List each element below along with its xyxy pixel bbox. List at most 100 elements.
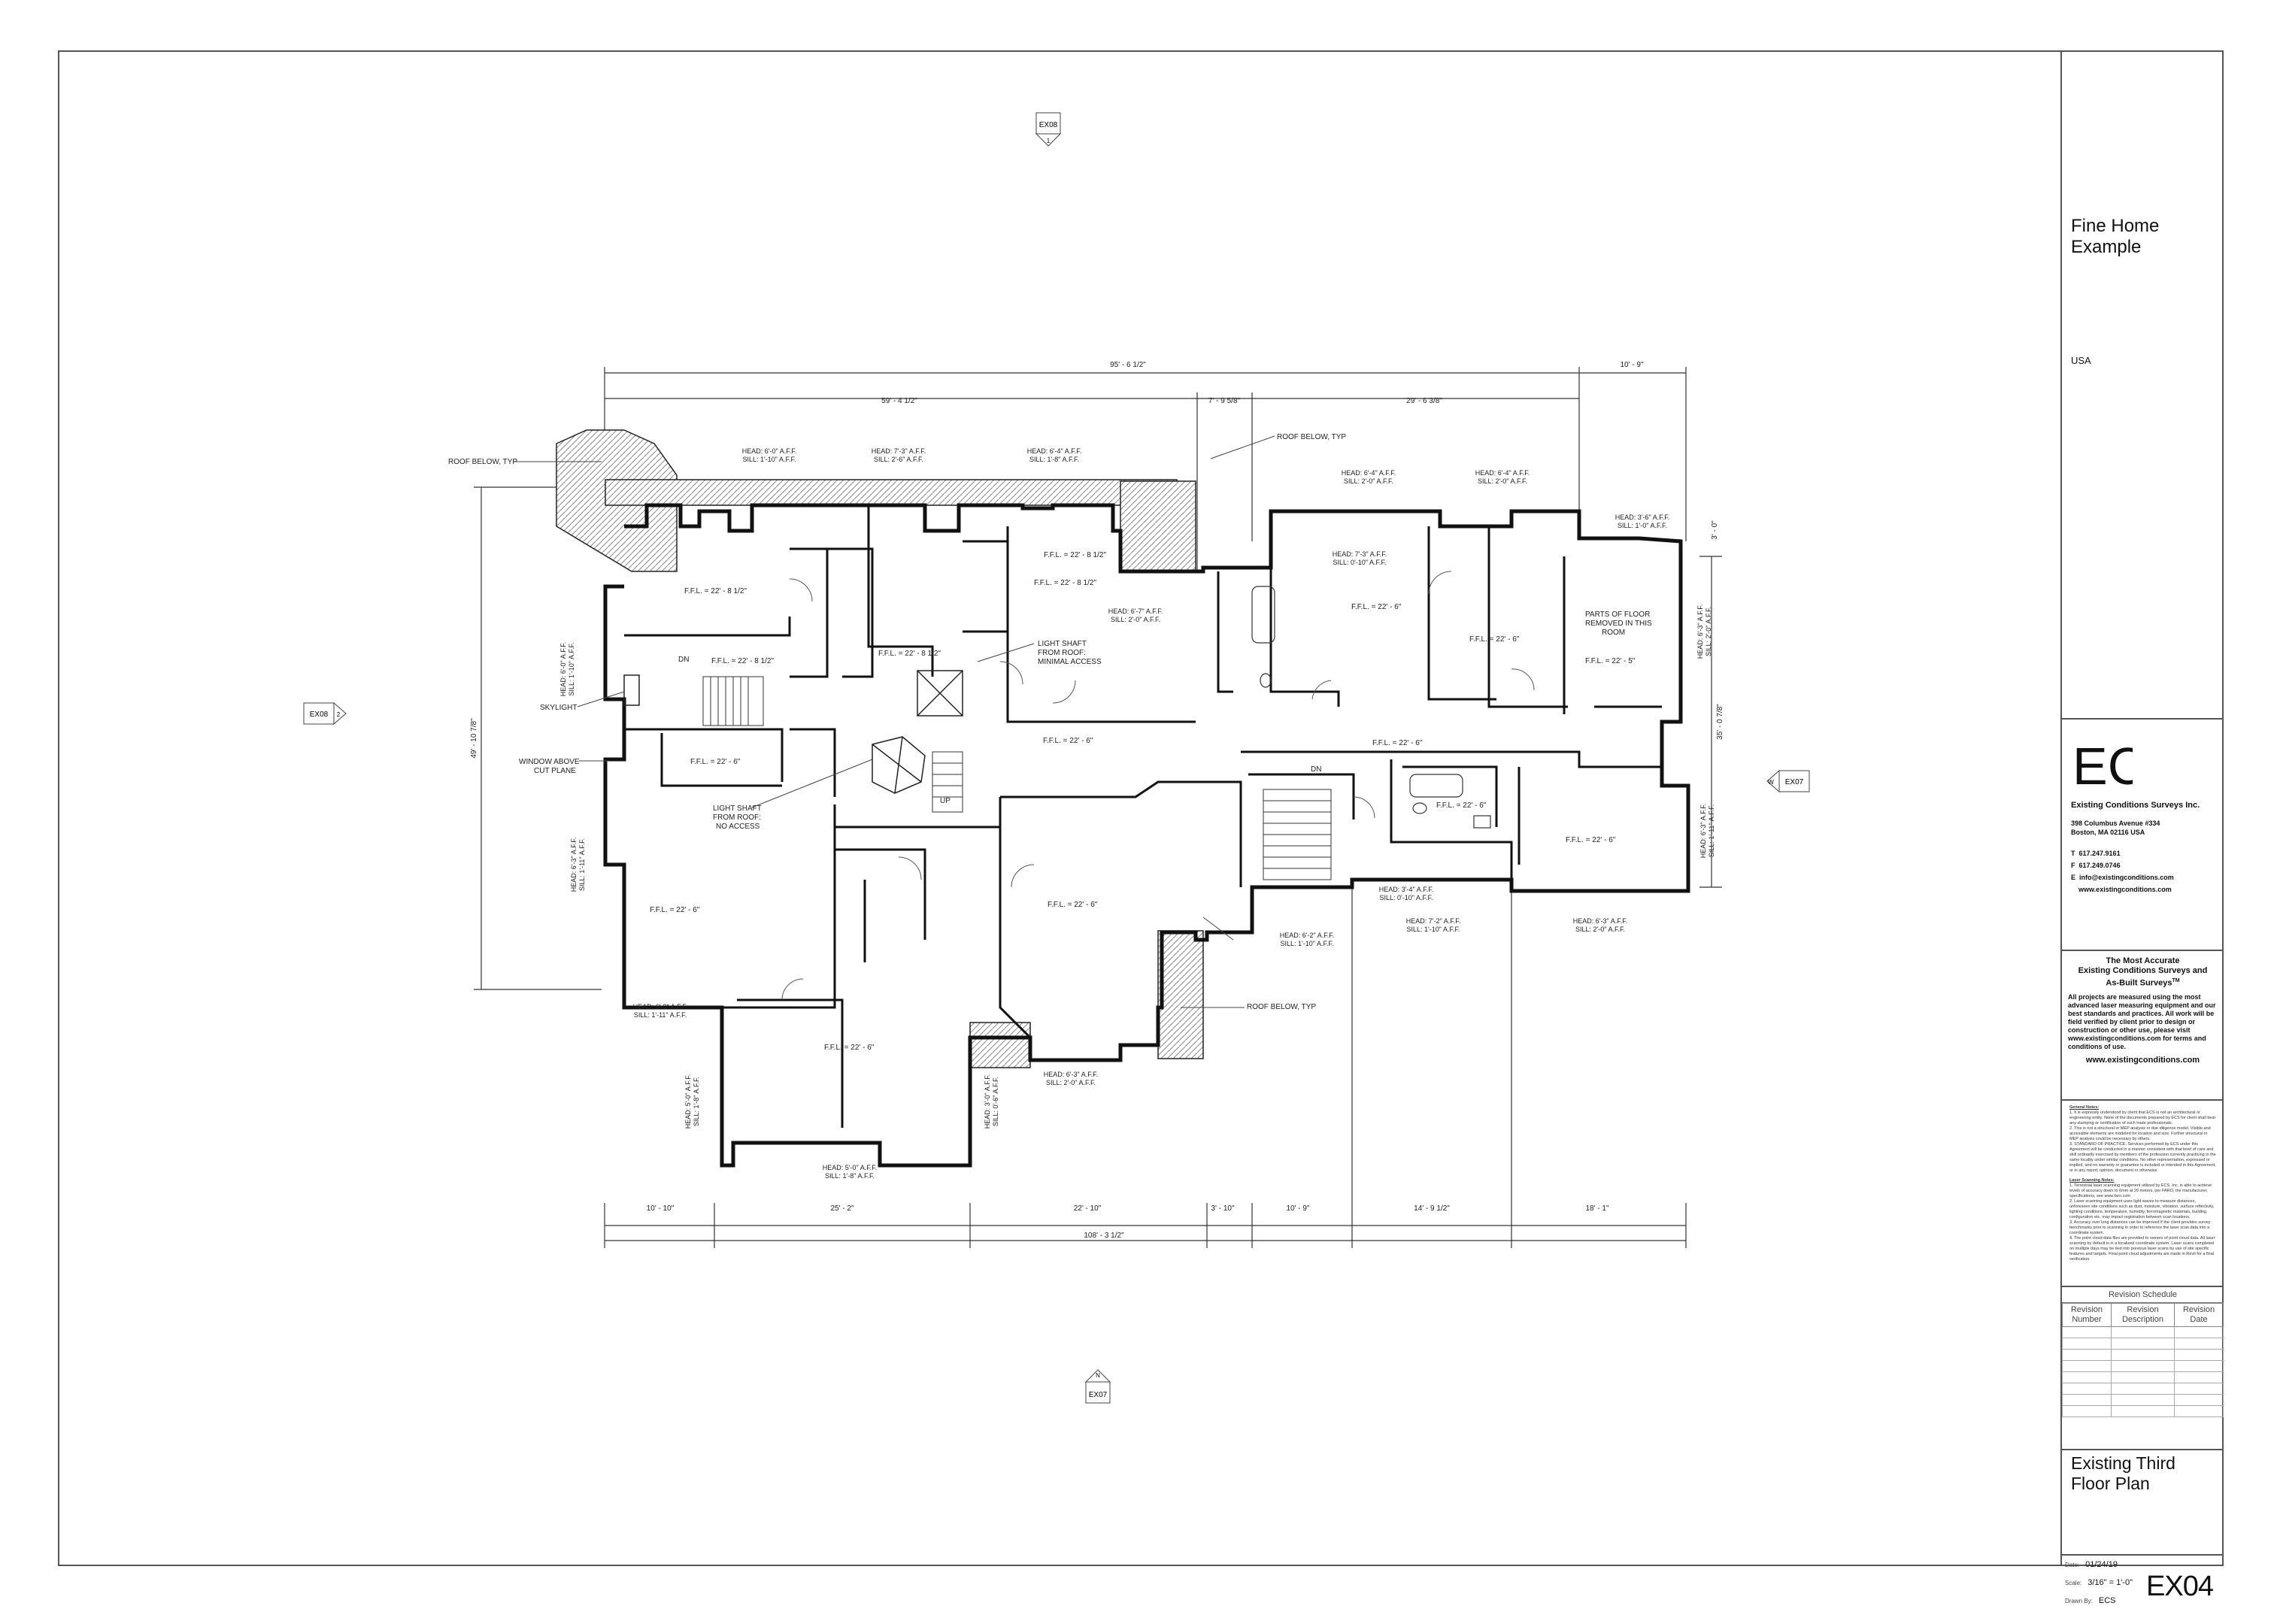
email-link[interactable]: info@existingconditions.com: [2079, 874, 2174, 881]
section-marker-top[interactable]: EX08 1: [1035, 112, 1062, 147]
window-head-label: HEAD: 5'-0" A.F.F.: [823, 1164, 877, 1171]
fax-number: 617.249.0746: [2078, 862, 2121, 869]
marker-top-tag: EX08: [1039, 121, 1058, 129]
table-row: [2062, 1405, 2224, 1417]
window-sill-label: SILL: 2'-0" A.F.F.: [1478, 477, 1527, 485]
website-link[interactable]: www.existingconditions.com: [2078, 886, 2172, 893]
dim-top-c: 29' - 6 3/8": [1406, 397, 1442, 405]
laser-note: 1. Terrestrial laser scanning equipment …: [2069, 1183, 2212, 1198]
tagline-body: All projects are measured using the most…: [2068, 992, 2216, 1050]
window-sill-label: SILL: 1'-8" A.F.F.: [693, 1077, 700, 1126]
marker-top-num: 1: [1047, 138, 1051, 144]
header-line: Revision: [2127, 1305, 2159, 1314]
header-line: Description: [2121, 1315, 2163, 1324]
window-head-label: HEAD: 6'-3" A.F.F.: [1573, 917, 1627, 925]
window-head-label: HEAD: 6'-3" A.F.F.: [1696, 604, 1704, 659]
light-shaft-label: FROM ROOF:: [713, 814, 761, 822]
company-address: 398 Columbus Avenue #334 Boston, MA 0211…: [2071, 819, 2160, 837]
ffl-label: F.F.L. = 22' - 8 1/2": [1044, 551, 1106, 559]
floor-plan-drawing: 95' - 6 1/2" 10' - 9" 59' - 4 1/2" 7' - …: [303, 112, 1810, 1404]
section-marker-left[interactable]: EX08 2: [303, 701, 347, 726]
window-head-label: HEAD: 3'-4" A.F.F.: [1379, 886, 1433, 893]
dim-bot-a: 10' - 10": [647, 1204, 675, 1213]
laser-note: 3. Accuracy over long distances can be i…: [2069, 1220, 2211, 1235]
laser-note: 4. The point cloud data files are provid…: [2069, 1236, 2215, 1262]
window-sill-label: SILL: 1'-8" A.F.F.: [825, 1172, 875, 1180]
light-shaft-symbols: [623, 670, 963, 794]
tagline-website[interactable]: www.existingconditions.com: [2085, 1055, 2200, 1065]
ffl-label: F.F.L. = 22' - 6": [690, 758, 741, 766]
bathroom-fixtures: [1251, 586, 1491, 829]
window-sill-label: SILL: 0'-10" A.F.F.: [1333, 559, 1387, 566]
scale-value: 3/16" = 1'-0": [2088, 1578, 2133, 1587]
ec-logo-letters: EC: [2072, 737, 2133, 795]
window-sill-label: SILL: 1'-10" A.F.F.: [1281, 940, 1334, 947]
exterior-walls: [603, 503, 1690, 1168]
general-note: 3. STANDARD OF PRACTICE. Services perfor…: [2069, 1142, 2216, 1173]
ffl-label: F.F.L. = 22' - 6": [824, 1044, 875, 1052]
ffl-label: F.F.L. = 22' - 6": [1043, 737, 1093, 745]
laser-note: 2. Laser scanning equipment uses light w…: [2069, 1199, 2215, 1220]
table-row: [2062, 1349, 2224, 1361]
header-line: Date: [2190, 1315, 2208, 1324]
phone-row: T 617.247.9161: [2071, 847, 2174, 859]
tagline-text: As-Built Surveys: [2106, 978, 2172, 988]
dim-bot-f: 14' - 9 1/2": [1414, 1204, 1450, 1213]
address-line: Boston, MA 02116 USA: [2071, 829, 2145, 836]
table-row: [2062, 1371, 2224, 1383]
window-sill-label: SILL: 1'-11" A.F.F.: [634, 1011, 687, 1019]
window-head-label: HEAD: 6'-4" A.F.F.: [1342, 469, 1396, 477]
project-name-line: Example: [2071, 237, 2142, 257]
ffl-label: F.F.L. = 22' - 5": [1585, 657, 1636, 665]
roof-below-label: ROOF BELOW, TYP: [1277, 433, 1346, 441]
window-head-label: HEAD: 6'-3" A.F.F.: [570, 838, 578, 892]
table-row: [2062, 1360, 2224, 1372]
dimension-lines: [474, 367, 1722, 1248]
title-block: Fine Home Example USA EC Existing Condit…: [2060, 50, 2224, 1605]
stair-treads: [702, 676, 1332, 880]
light-shaft-label: LIGHT SHAFT: [713, 804, 762, 813]
roof-below-label: ROOF BELOW, TYP: [1247, 1003, 1316, 1011]
tagline-line: Existing Conditions Surveys and: [2078, 966, 2208, 975]
email-row: E info@existingconditions.com: [2071, 871, 2174, 883]
trademark-mark: TM: [2172, 978, 2180, 983]
table-row: [2062, 1338, 2224, 1350]
ffl-label: F.F.L. = 22' - 6": [650, 906, 700, 914]
light-shaft-label: FROM ROOF:: [1038, 649, 1086, 657]
dim-bot-g: 18' - 1": [1585, 1204, 1608, 1213]
marker-right-tag: EX07: [1785, 778, 1804, 786]
window-sill-label: SILL: 2'-0" A.F.F.: [1111, 616, 1160, 623]
roof-below-label: ROOF BELOW, TYP: [448, 458, 517, 466]
window-sill-label: SILL: 0'-10" A.F.F.: [1380, 894, 1433, 901]
window-head-label: HEAD: 6'-3" A.F.F.: [1044, 1071, 1098, 1078]
general-notes-title: General Notes:: [2069, 1105, 2100, 1110]
project-name: Fine Home Example: [2062, 216, 2224, 258]
dim-left-vertical: 49' - 10 7/8": [470, 718, 478, 759]
section-marker-right[interactable]: EX07 W: [1766, 769, 1810, 793]
table-row: [2062, 1394, 2224, 1406]
address-line: 398 Columbus Avenue #334: [2071, 820, 2160, 827]
dim-top-b: 7' - 9 5/8": [1208, 397, 1241, 405]
window-head-label: HEAD: 6'-0" A.F.F.: [559, 642, 567, 696]
window-above-label: WINDOW ABOVE: [519, 758, 580, 766]
sheet-number: EX04: [2146, 1571, 2214, 1602]
ffl-label: F.F.L. = 22' - 8 1/2": [1034, 579, 1096, 587]
tagline-line: As-Built SurveysTM: [2068, 976, 2218, 989]
section-marker-bottom[interactable]: EX07 N: [1084, 1369, 1111, 1404]
project-name-line: Fine Home: [2071, 216, 2160, 236]
window-head-label: HEAD: 6'-7" A.F.F.: [1108, 607, 1163, 615]
window-sill-label: SILL: 1'-10" A.F.F.: [568, 643, 575, 696]
fax-row: F 617.249.0746: [2071, 859, 2174, 871]
sheet-name-line: Floor Plan: [2071, 1474, 2150, 1493]
company-contacts: T 617.247.9161 F 617.249.0746 E info@exi…: [2071, 847, 2174, 895]
laser-notes-title: Laser Scanning Notes:: [2069, 1178, 2115, 1183]
window-sill-label: SILL: 2'-0" A.F.F.: [1046, 1079, 1096, 1086]
scale-row: Scale:3/16" = 1'-0": [2065, 1578, 2133, 1587]
window-above-label: CUT PLANE: [534, 767, 576, 775]
window-sill-label: SILL: 2'-0" A.F.F.: [1344, 477, 1393, 485]
dim-right-vertical: 35' - 0 7/8": [1716, 704, 1724, 740]
ffl-label: F.F.L. = 22' - 6": [1048, 901, 1098, 909]
ffl-label: F.F.L. = 22' - 6": [1566, 836, 1616, 844]
window-head-label: HEAD: 5'-0" A.F.F.: [684, 1074, 692, 1129]
